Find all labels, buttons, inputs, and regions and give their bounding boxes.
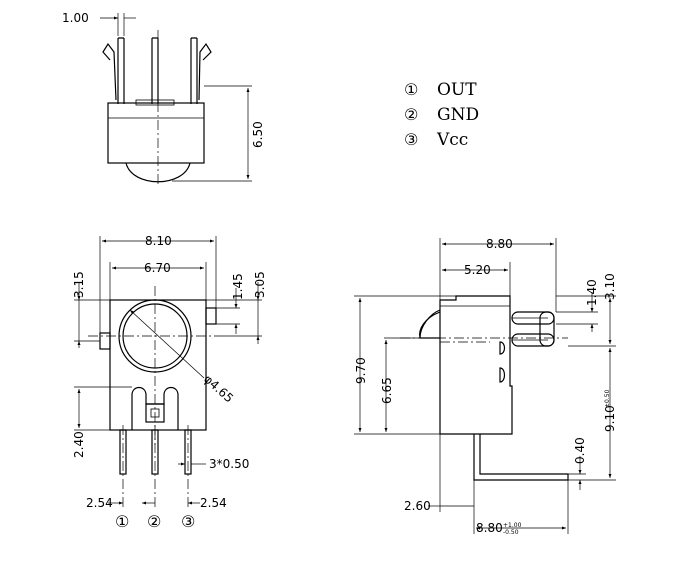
legend-num-3: ③	[404, 130, 418, 149]
dim-body-height-label: 9.70	[354, 357, 368, 384]
top-view: 1.00 6.50	[62, 11, 265, 185]
dim-pin-top-label: 3.10	[603, 273, 617, 300]
dim-lead-depth-label: 8.80	[476, 521, 503, 535]
dim-lens-offset-label: 5.20	[464, 263, 491, 277]
legend-num-1: ①	[404, 80, 418, 99]
dim-height-label: 6.50	[251, 121, 265, 148]
legend-label-vcc: Vcc	[436, 130, 468, 150]
dim-pitch-right-label: 2.54	[200, 496, 227, 510]
front-pin-num-1: ①	[115, 512, 129, 531]
front-left-tab	[99, 332, 111, 350]
dim-pin-width-front-label: 3*0.50	[209, 457, 249, 471]
dim-tab-label: 1.45	[231, 273, 245, 300]
dim-lead-depth-tol-plus: +1.00	[503, 522, 522, 529]
dim-pin-step-label: 1.40	[585, 279, 599, 306]
dim-total-depth-label: 8.80	[486, 237, 513, 251]
dim-lead-offset-label: 2.60	[404, 499, 431, 513]
front-pin-num-3: ③	[181, 512, 195, 531]
front-pin-num-2: ②	[147, 512, 161, 531]
side-view: 8.80 5.20 1.40 3.10 9.70 6.65 9.10 ±0.50	[354, 237, 617, 536]
legend-label-gnd: GND	[437, 105, 479, 125]
dim-pin-length-label: 2.40	[72, 431, 86, 458]
dim-top-offset-label: 3.15	[72, 271, 86, 298]
dim-lens-center-label: 3.05	[253, 271, 267, 298]
front-view-body	[109, 299, 207, 431]
top-view-pins	[102, 37, 212, 106]
dim-body-width-label: 6.70	[144, 261, 171, 275]
dim-lead-depth-tol-minus: -0.50	[503, 529, 519, 536]
dim-lens-height-label: 6.65	[380, 377, 394, 404]
legend-label-out: OUT	[437, 80, 477, 100]
dim-pitch-left-label: 2.54	[86, 496, 113, 510]
dim-lead-height-tol: ±0.50	[604, 389, 611, 408]
front-right-tab	[205, 307, 217, 325]
side-lead	[473, 434, 569, 481]
legend-num-2: ②	[404, 105, 418, 124]
front-view: φ4.65 8.10 6.70 3.15 1.45	[72, 234, 267, 531]
dim-lead-thickness-label: 0.40	[573, 437, 587, 464]
dim-overall-width-label: 8.10	[145, 234, 172, 248]
dim-lead-height-label: 9.10	[603, 405, 617, 432]
pin-legend: ① OUT ② GND ③ Vcc	[404, 80, 479, 150]
top-view-body	[107, 102, 205, 164]
dim-pin-width-label: 1.00	[62, 11, 89, 25]
side-view-body	[439, 295, 513, 435]
